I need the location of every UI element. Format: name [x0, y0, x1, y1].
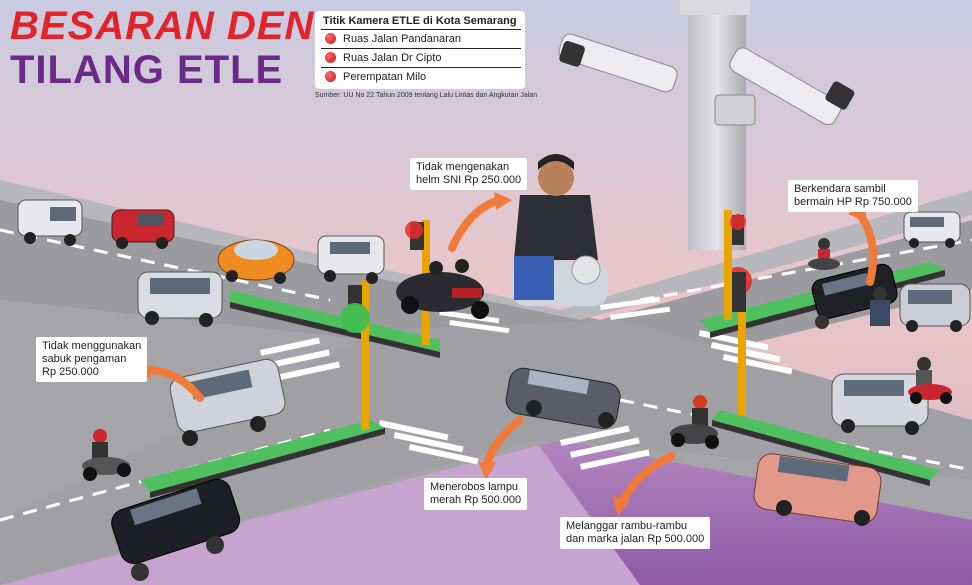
- callout-line: Tidak menggunakan: [42, 340, 142, 352]
- etle-camera-pole: [558, 0, 855, 250]
- van-white-mid: [317, 235, 385, 284]
- camera-legend: Titik Kamera ETLE di Kota Semarang Ruas …: [315, 11, 525, 89]
- motorcycle-group-center: [396, 259, 489, 319]
- arrow-seatbelt: [146, 366, 204, 402]
- camera-icon: [729, 47, 855, 126]
- callout-line: merah Rp 500.000: [430, 494, 522, 506]
- motorcycle-police: [870, 287, 890, 326]
- median-top-left: [230, 290, 440, 352]
- car-salmon: [753, 453, 882, 526]
- callout-seatbelt: Tidak menggunakan sabuk pengaman Rp 250.…: [36, 337, 148, 382]
- helmetless-rider: [512, 154, 608, 306]
- legend-item-label: Perempatan Milo: [343, 71, 427, 83]
- car-black-bottom-left: [111, 478, 241, 581]
- callout-line: dan marka jalan Rp 500.000: [566, 533, 705, 545]
- car-orange-beetle: [217, 239, 295, 284]
- car-silver-right: [899, 283, 971, 332]
- vehicles: [17, 199, 971, 581]
- legend-item: Ruas Jalan Dr Cipto: [321, 48, 521, 67]
- mpv-silver-left: [137, 271, 223, 327]
- location-dot-icon: [325, 33, 336, 44]
- motorcycle-right: [908, 357, 952, 404]
- road-cross: [0, 320, 972, 585]
- legend-title: Titik Kamera ETLE di Kota Semarang: [323, 15, 517, 27]
- arrow-red-light: [482, 416, 524, 470]
- legend-item-label: Ruas Jalan Dr Cipto: [343, 52, 442, 64]
- legend-item-label: Ruas Jalan Pandanaran: [343, 33, 462, 45]
- arrow-helmet: [448, 196, 504, 252]
- callout-line: Rp 250.000: [42, 366, 99, 378]
- van-white-top-right: [903, 211, 961, 248]
- callout-line: Melanggar rambu-rambu: [566, 520, 688, 532]
- callout-line: helm SNI Rp 250.000: [416, 174, 522, 186]
- van-white-top-left: [17, 199, 83, 246]
- callout-phone: Berkendara sambil bermain HP Rp 750.000: [788, 180, 918, 212]
- motorcycle-top-right: [808, 238, 840, 270]
- callout-line: Menerobos lampu: [430, 481, 519, 493]
- motorcycles: [82, 238, 952, 481]
- car-red: [111, 209, 175, 249]
- location-dot-icon: [325, 52, 336, 63]
- motorcycle-center-right: [670, 395, 719, 449]
- road-edge-top: [0, 180, 972, 320]
- traffic-light-right: [724, 210, 752, 415]
- median-bottom-left: [140, 420, 385, 492]
- legend-item: Perempatan Milo: [321, 67, 521, 86]
- source-note: Sumber: UU No 22 Tahun 2009 tentang Lalu…: [315, 92, 538, 99]
- location-dot-icon: [325, 71, 336, 82]
- callout-line: Berkendara sambil: [794, 183, 886, 195]
- car-silver-right-mid: [831, 373, 929, 435]
- motorcycle-left: [82, 429, 131, 481]
- median-bottom-right: [712, 410, 940, 480]
- callout-helmet: Tidak mengenakan helm SNI Rp 250.000: [410, 158, 528, 190]
- callout-line: bermain HP Rp 750.000: [794, 196, 912, 208]
- camera-icon: [558, 33, 678, 93]
- callout-red-light: Menerobos lampu merah Rp 500.000: [424, 478, 528, 510]
- arrow-signs: [618, 452, 676, 506]
- callout-line: Tidak mengenakan: [416, 161, 510, 173]
- page-title-line1: BESARAN DENDA: [10, 4, 375, 48]
- car-silver-seatbelt: [169, 358, 286, 446]
- page-title-line2: TILANG ETLE: [10, 48, 284, 92]
- callout-line: sabuk pengaman: [42, 353, 127, 365]
- callout-signs: Melanggar rambu-rambu dan marka jalan Rp…: [560, 517, 711, 549]
- legend-item: Ruas Jalan Pandanaran: [321, 29, 521, 48]
- car-dark-center: [505, 367, 621, 430]
